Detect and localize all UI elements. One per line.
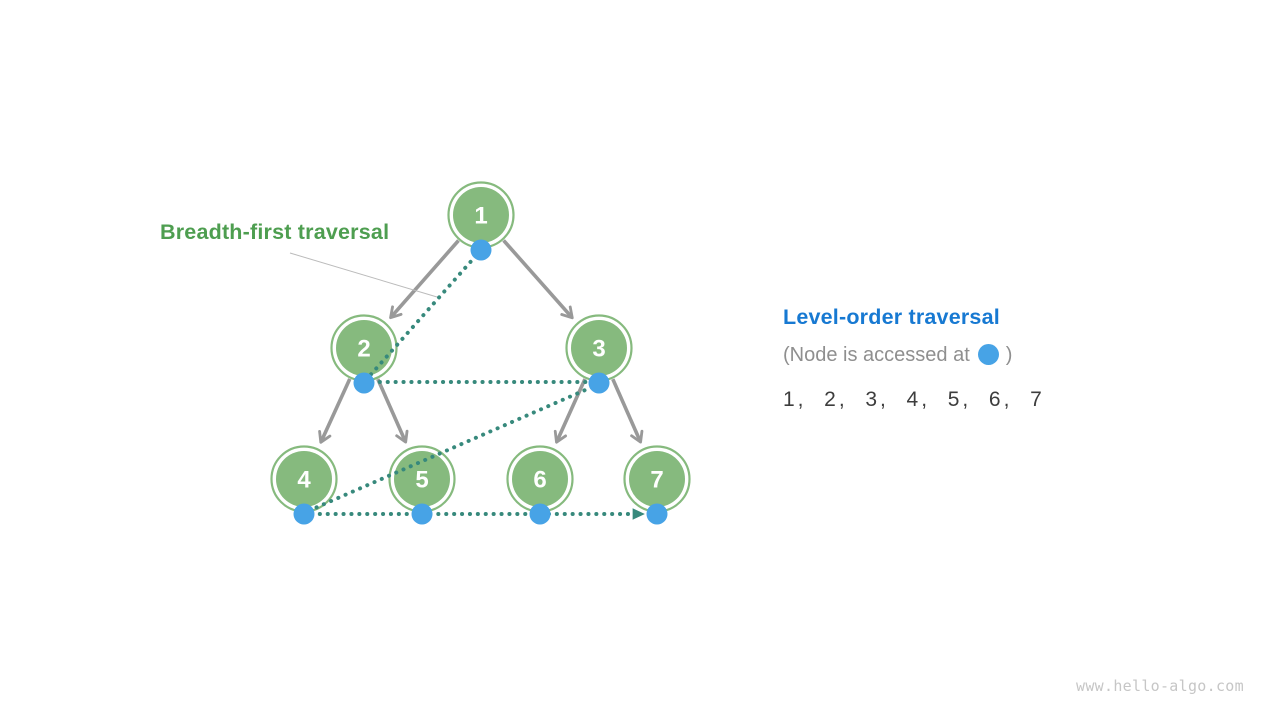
node-label: 7: [650, 467, 663, 494]
node-circle: [336, 320, 392, 376]
access-dot-node-7: [646, 503, 668, 525]
node-circle: [394, 451, 450, 507]
access-dot-node-4: [293, 503, 315, 525]
tree-node-3: 3: [565, 314, 633, 382]
traversal-segment-3-4: [304, 382, 601, 514]
tree-nodes: 1 2 3 4 5: [270, 181, 691, 513]
access-dots: [293, 239, 668, 525]
access-dot-node-3: [588, 372, 610, 394]
watermark: www.hello-algo.com: [1076, 677, 1244, 695]
tree-edge-2-5: [376, 378, 409, 444]
tree-node-6: 6: [506, 445, 574, 513]
access-dot-node-2: [353, 372, 375, 394]
tree-edge-3-6: [553, 378, 587, 444]
tree-edge-1-3: [502, 239, 574, 320]
traversal-panel: Level-order traversal (Node is accessed …: [783, 304, 1045, 413]
panel-note-prefix: (Node is accessed at: [783, 344, 970, 366]
node-circle: [571, 320, 627, 376]
tree-node-4: 4: [270, 445, 338, 513]
traversal-path: [302, 248, 645, 520]
node-label: 4: [297, 467, 311, 494]
access-dot-legend-icon: [977, 344, 999, 365]
node-circle: [512, 451, 568, 507]
node-circle: [453, 187, 509, 243]
traversal-segment-1-2: [364, 248, 483, 382]
access-dot-node-6: [529, 503, 551, 525]
tree-edges: [318, 239, 644, 444]
panel-title: Level-order traversal: [783, 305, 1000, 329]
node-label: 2: [357, 336, 370, 363]
node-label: 6: [533, 467, 546, 494]
access-dot-node-5: [411, 503, 433, 525]
tree-node-1: 1: [447, 181, 515, 249]
node-label: 5: [415, 467, 428, 494]
panel-note-suffix: ): [1005, 344, 1013, 366]
tree-edge-3-7: [611, 378, 644, 444]
node-circle: [629, 451, 685, 507]
access-dot-node-1: [470, 239, 492, 261]
tree-edge-2-4: [318, 378, 352, 444]
traversal-sequence: 1, 2, 3, 4, 5, 6, 7: [783, 388, 1045, 411]
node-label: 3: [592, 336, 605, 363]
node-label: 1: [474, 203, 487, 230]
bfs-label: Breadth-first traversal: [160, 220, 390, 244]
tree-node-5: 5: [388, 445, 456, 513]
tree-edge-1-2: [389, 239, 460, 320]
node-circle: [276, 451, 332, 507]
tree-node-2: 2: [330, 314, 398, 382]
panel-note: (Node is accessed at): [783, 342, 1045, 369]
label-pointer-line: [289, 252, 438, 298]
tree-node-7: 7: [623, 445, 691, 513]
